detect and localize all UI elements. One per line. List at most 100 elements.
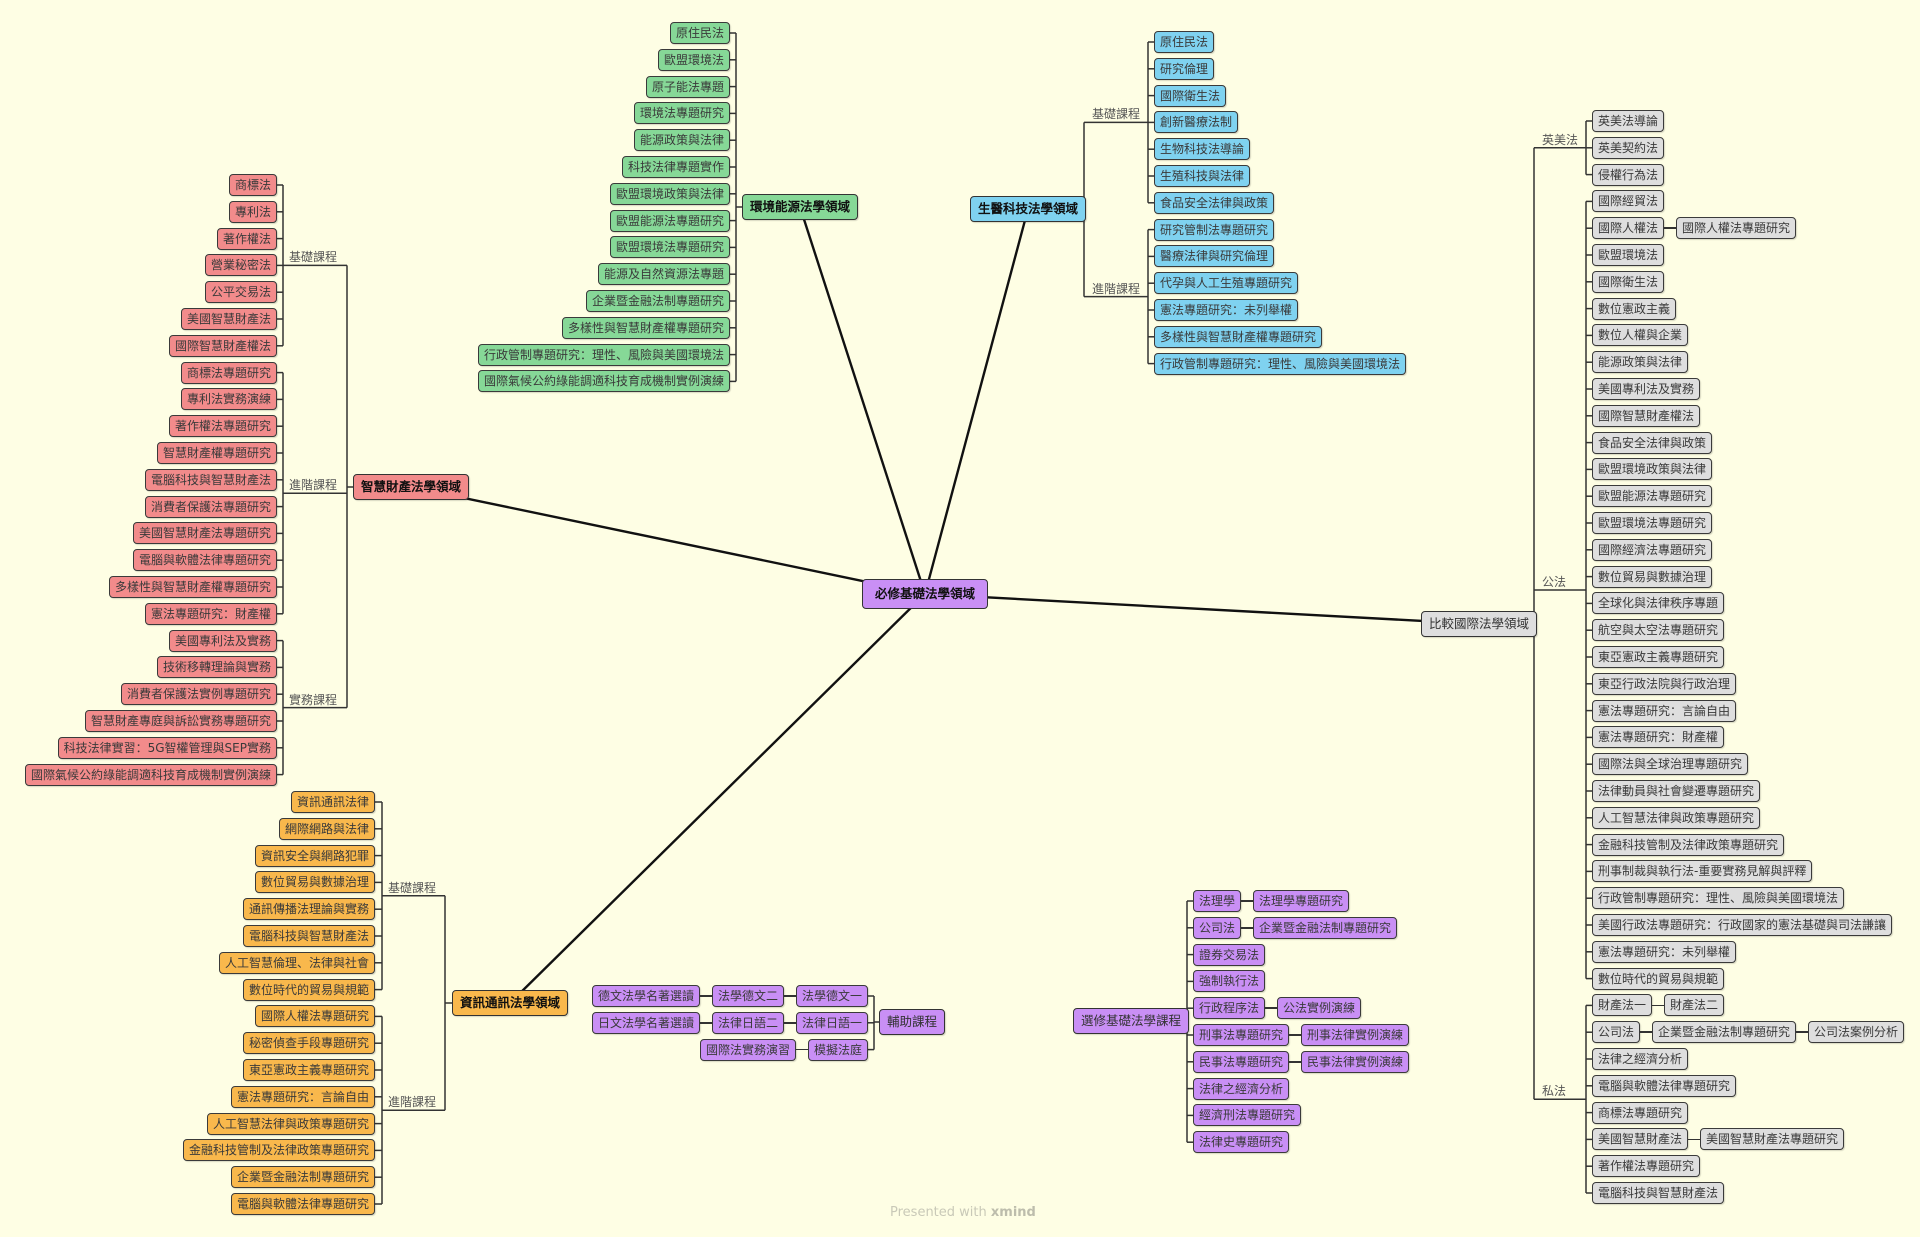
course-topic[interactable]: 數位時代的貿易與規範 xyxy=(1592,967,1725,990)
course-topic[interactable]: 企業暨金融法制專題研究 xyxy=(585,290,730,312)
course-topic[interactable]: 金融科技管制及法律政策專題研究 xyxy=(182,1139,375,1162)
course-topic[interactable]: 憲法專題研究：未列舉權 xyxy=(1592,940,1737,963)
course-topic[interactable]: 法律日語一 xyxy=(795,1011,868,1034)
course-topic[interactable]: 數位貿易與數據治理 xyxy=(1592,565,1713,588)
course-topic[interactable]: 美國專利法及實務 xyxy=(168,629,277,652)
course-topic[interactable]: 刑事法專題研究 xyxy=(1193,1024,1290,1046)
branch-root-comp[interactable]: 比較國際法學領域 xyxy=(1421,611,1538,637)
course-topic[interactable]: 資訊通訊法律 xyxy=(290,791,375,813)
course-topic[interactable]: 消費者保護法實例專題研究 xyxy=(120,683,277,706)
course-subtopic[interactable]: 刑事法律實例演練 xyxy=(1301,1024,1410,1046)
course-topic[interactable]: 東亞憲政主義專題研究 xyxy=(1592,646,1725,668)
course-topic[interactable]: 著作權法專題研究 xyxy=(168,415,277,438)
course-topic[interactable]: 證券交易法 xyxy=(1193,943,1266,966)
course-subtopic[interactable]: 法律日語二 xyxy=(711,1011,784,1034)
central-topic-required-foundational-law[interactable]: 必修基礎法學領域 xyxy=(862,579,989,609)
course-subtopic[interactable]: 國際法實務演習 xyxy=(699,1038,796,1061)
course-topic[interactable]: 公司法 xyxy=(1193,916,1242,939)
course-topic[interactable]: 電腦科技與智慧財產法 xyxy=(144,468,277,491)
course-topic[interactable]: 行政管制專題研究：理性、風險與美國環境法 xyxy=(477,343,730,366)
course-topic[interactable]: 國際經貿法 xyxy=(1592,190,1665,213)
course-topic[interactable]: 專利法實務演練 xyxy=(180,388,277,411)
course-topic[interactable]: 著作權法專題研究 xyxy=(1592,1155,1701,1178)
course-topic[interactable]: 智慧財產權專題研究 xyxy=(156,442,277,464)
course-topic[interactable]: 科技法律專題實作 xyxy=(621,156,730,178)
course-subtopic[interactable]: 企業暨金融法制專題研究 xyxy=(1652,1021,1797,1044)
course-topic[interactable]: 行政管制專題研究：理性、風險與美國環境法 xyxy=(1154,352,1407,375)
course-topic[interactable]: 數位貿易與數據治理 xyxy=(254,871,375,894)
course-topic[interactable]: 營業秘密法 xyxy=(204,254,277,277)
course-topic[interactable]: 創新醫療法制 xyxy=(1154,111,1239,134)
course-topic[interactable]: 法律動員與社會變遷專題研究 xyxy=(1592,780,1761,802)
course-topic[interactable]: 國際氣候公約綠能調適科技育成機制實例演練 xyxy=(477,370,730,393)
course-topic[interactable]: 研究倫理 xyxy=(1154,57,1215,80)
course-topic[interactable]: 公平交易法 xyxy=(204,281,277,304)
course-topic[interactable]: 生殖科技與法律 xyxy=(1154,165,1251,187)
course-topic[interactable]: 歐盟環境法 xyxy=(657,48,730,71)
course-topic[interactable]: 代孕與人工生殖專題研究 xyxy=(1154,272,1299,295)
branch-root-bio[interactable]: 生醫科技法學領域 xyxy=(970,196,1087,222)
course-topic[interactable]: 國際人權法 xyxy=(1592,217,1665,240)
course-topic[interactable]: 數位人權與企業 xyxy=(1592,324,1689,347)
course-topic[interactable]: 英美法導論 xyxy=(1592,110,1665,132)
course-topic[interactable]: 歐盟環境法專題研究 xyxy=(1592,512,1713,534)
course-topic[interactable]: 金融科技管制及法律政策專題研究 xyxy=(1592,833,1785,856)
course-topic[interactable]: 憲法專題研究：未列舉權 xyxy=(1154,299,1299,321)
course-topic[interactable]: 侵權行為法 xyxy=(1592,163,1665,186)
course-topic[interactable]: 著作權法 xyxy=(216,227,277,250)
course-topic[interactable]: 法律之經濟分析 xyxy=(1193,1077,1290,1100)
course-topic[interactable]: 公司法 xyxy=(1592,1021,1641,1044)
branch-root-elective[interactable]: 選修基礎法學課程 xyxy=(1073,1008,1190,1034)
course-topic[interactable]: 能源及自然資源法專題 xyxy=(597,263,730,286)
course-topic[interactable]: 原住民法 xyxy=(1154,31,1215,53)
course-topic[interactable]: 能源政策與法律 xyxy=(633,129,730,152)
course-topic[interactable]: 商標法 xyxy=(228,174,277,196)
course-topic[interactable]: 商標法專題研究 xyxy=(1592,1101,1689,1124)
course-topic[interactable]: 國際智慧財產權法 xyxy=(1592,404,1701,427)
course-topic[interactable]: 醫療法律與研究倫理 xyxy=(1154,245,1275,268)
course-topic[interactable]: 人工智慧倫理、法律與社會 xyxy=(218,951,375,974)
course-topic[interactable]: 人工智慧法律與政策專題研究 xyxy=(1592,806,1761,829)
branch-root-ict[interactable]: 資訊通訊法學領域 xyxy=(452,990,569,1016)
course-topic[interactable]: 國際經濟法專題研究 xyxy=(1592,538,1713,561)
course-subtopic[interactable]: 德文法學名著選讀 xyxy=(591,985,700,1007)
course-topic[interactable]: 美國智慧財產法 xyxy=(180,308,277,330)
course-topic[interactable]: 電腦科技與智慧財產法 xyxy=(1592,1182,1725,1204)
course-topic[interactable]: 原住民法 xyxy=(669,22,730,44)
course-topic[interactable]: 數位時代的貿易與規範 xyxy=(242,978,375,1001)
course-topic[interactable]: 東亞憲政主義專題研究 xyxy=(242,1059,375,1081)
course-topic[interactable]: 國際法與全球治理專題研究 xyxy=(1592,753,1749,776)
course-topic[interactable]: 消費者保護法專題研究 xyxy=(144,495,277,518)
course-topic[interactable]: 民事法專題研究 xyxy=(1193,1050,1290,1073)
course-topic[interactable]: 歐盟環境法 xyxy=(1592,244,1665,266)
course-topic[interactable]: 行政管制專題研究：理性、風險與美國環境法 xyxy=(1592,887,1845,910)
course-topic[interactable]: 財產法一 xyxy=(1592,994,1653,1017)
course-topic[interactable]: 法律史專題研究 xyxy=(1193,1131,1290,1154)
course-subtopic[interactable]: 法學德文二 xyxy=(711,985,784,1007)
course-topic[interactable]: 多樣性與智慧財產權專題研究 xyxy=(1154,325,1323,348)
course-topic[interactable]: 網際網路與法律 xyxy=(278,817,375,840)
course-topic[interactable]: 秘密偵查手段專題研究 xyxy=(242,1032,375,1055)
course-subtopic[interactable]: 財產法二 xyxy=(1664,994,1725,1017)
branch-root-ip[interactable]: 智慧財產法學領域 xyxy=(353,474,470,500)
course-topic[interactable]: 通訊傳播法理論與實務 xyxy=(242,898,375,921)
course-topic[interactable]: 電腦科技與智慧財產法 xyxy=(242,925,375,947)
course-topic[interactable]: 電腦與軟體法律專題研究 xyxy=(230,1193,375,1215)
course-topic[interactable]: 全球化與法律秩序專題 xyxy=(1592,592,1725,615)
course-topic[interactable]: 人工智慧法律與政策專題研究 xyxy=(206,1112,375,1135)
course-topic[interactable]: 歐盟能源法專題研究 xyxy=(1592,485,1713,508)
course-topic[interactable]: 食品安全法律與政策 xyxy=(1154,191,1275,214)
course-topic[interactable]: 國際人權法專題研究 xyxy=(254,1005,375,1028)
course-subtopic[interactable]: 美國智慧財產法專題研究 xyxy=(1700,1128,1845,1151)
branch-root-env[interactable]: 環境能源法學領域 xyxy=(742,194,859,220)
course-topic[interactable]: 法學德文一 xyxy=(795,985,868,1007)
branch-root-aux[interactable]: 輔助課程 xyxy=(879,1009,946,1035)
course-topic[interactable]: 商標法專題研究 xyxy=(180,361,277,384)
course-topic[interactable]: 專利法 xyxy=(228,200,277,223)
course-topic[interactable]: 經濟刑法專題研究 xyxy=(1193,1104,1302,1127)
course-topic[interactable]: 國際衛生法 xyxy=(1592,270,1665,293)
course-topic[interactable]: 行政程序法 xyxy=(1193,997,1266,1020)
course-topic[interactable]: 生物科技法導論 xyxy=(1154,138,1251,161)
course-subtopic[interactable]: 公法實例演練 xyxy=(1277,997,1362,1020)
course-topic[interactable]: 英美契約法 xyxy=(1592,136,1665,159)
